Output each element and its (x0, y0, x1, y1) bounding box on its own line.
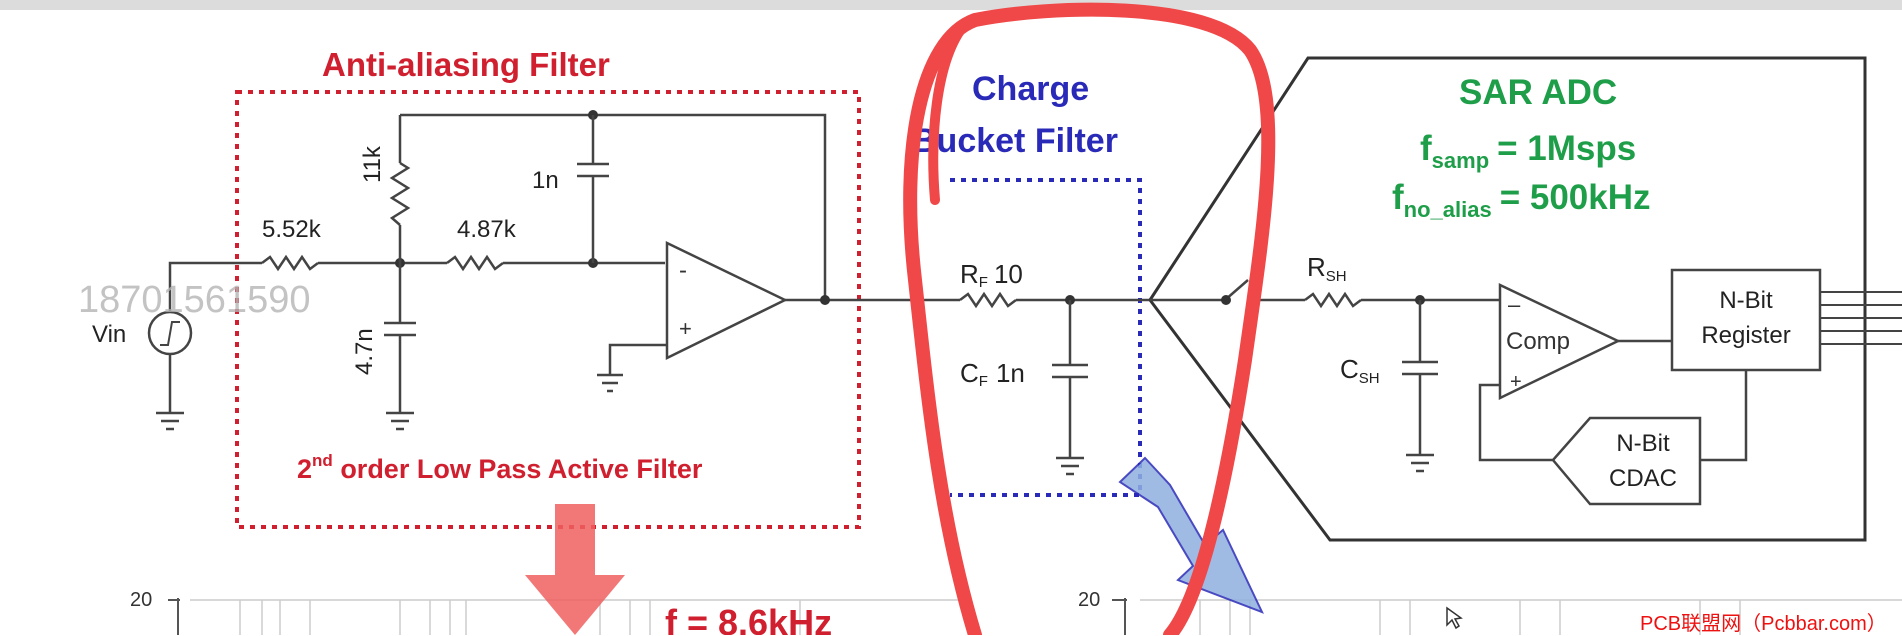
anti-aliasing-box (235, 90, 861, 529)
anti-aliasing-caption: 2nd order Low Pass Active Filter (297, 451, 703, 484)
comp-plus-label: + (1510, 371, 1522, 393)
top-band (0, 0, 1902, 10)
ground-icon (156, 411, 184, 431)
vin-ramp-icon (160, 321, 180, 346)
blue-diagonal-arrow-icon (1118, 456, 1264, 614)
watermark-number: 18701561590 (78, 279, 310, 321)
opamp (665, 241, 788, 361)
cdac-line2: CDAC (1609, 465, 1677, 492)
ground-icon (597, 373, 623, 393)
charge-bucket-box (950, 178, 1142, 497)
fsamp-label: fsamp= 1Msps (1420, 129, 1636, 173)
r-series-label: 4.87k (457, 216, 517, 243)
comp-label: Comp (1506, 328, 1570, 355)
highlight-oval (903, 2, 1276, 635)
c-fb-label: 1n (532, 167, 559, 194)
nbit-register (1670, 268, 1822, 372)
charge-bucket-title-line2: Bucket Filter (912, 122, 1118, 160)
ground-icon (1056, 456, 1084, 476)
ground-icon (1406, 453, 1434, 473)
resistor-rsh (1304, 291, 1362, 309)
resistor-4-87k (446, 254, 504, 272)
nbit-cdac (1551, 416, 1702, 506)
right-plot-y-tick: 20 (1078, 589, 1100, 611)
cdac-line1: N-Bit (1616, 430, 1670, 457)
charge-bucket-title-line1: Charge (972, 70, 1089, 108)
register-line1: N-Bit (1719, 287, 1773, 314)
r-in-label: 5.52k (262, 216, 322, 243)
right-plot-grid (1140, 599, 1902, 635)
resistor-rf (959, 291, 1017, 309)
site-credit: PCB联盟网（Pcbbar.com） (1640, 613, 1887, 635)
csh-label: CSH (1340, 354, 1380, 387)
red-down-arrow-icon (525, 504, 625, 635)
r-fb-label: 11k (359, 145, 386, 183)
anti-aliasing-title: Anti-aliasing Filter (322, 46, 610, 83)
resistor-11k (389, 161, 411, 226)
left-plot-annotation: f = 8.6kHz (665, 602, 832, 635)
rsh-label: RSH (1307, 252, 1347, 285)
sar-adc-title: SAR ADC (1459, 73, 1617, 112)
mouse-cursor-icon (1446, 606, 1463, 630)
register-line2: Register (1701, 322, 1790, 349)
vin-label: Vin (92, 321, 126, 348)
comparator (1498, 283, 1621, 400)
opamp-plus-label: + (679, 316, 692, 341)
fnoalias-label: fno_alias= 500kHz (1392, 178, 1651, 222)
sar-adc-outline (1148, 56, 1867, 542)
resistor-5-52k (261, 254, 319, 272)
comp-minus-label: – (1508, 292, 1521, 317)
c-shunt-label: 4.7n (351, 328, 378, 375)
opamp-minus-label: - (679, 257, 687, 284)
ground-icon (386, 411, 414, 431)
left-plot-y-tick: 20 (130, 589, 152, 611)
